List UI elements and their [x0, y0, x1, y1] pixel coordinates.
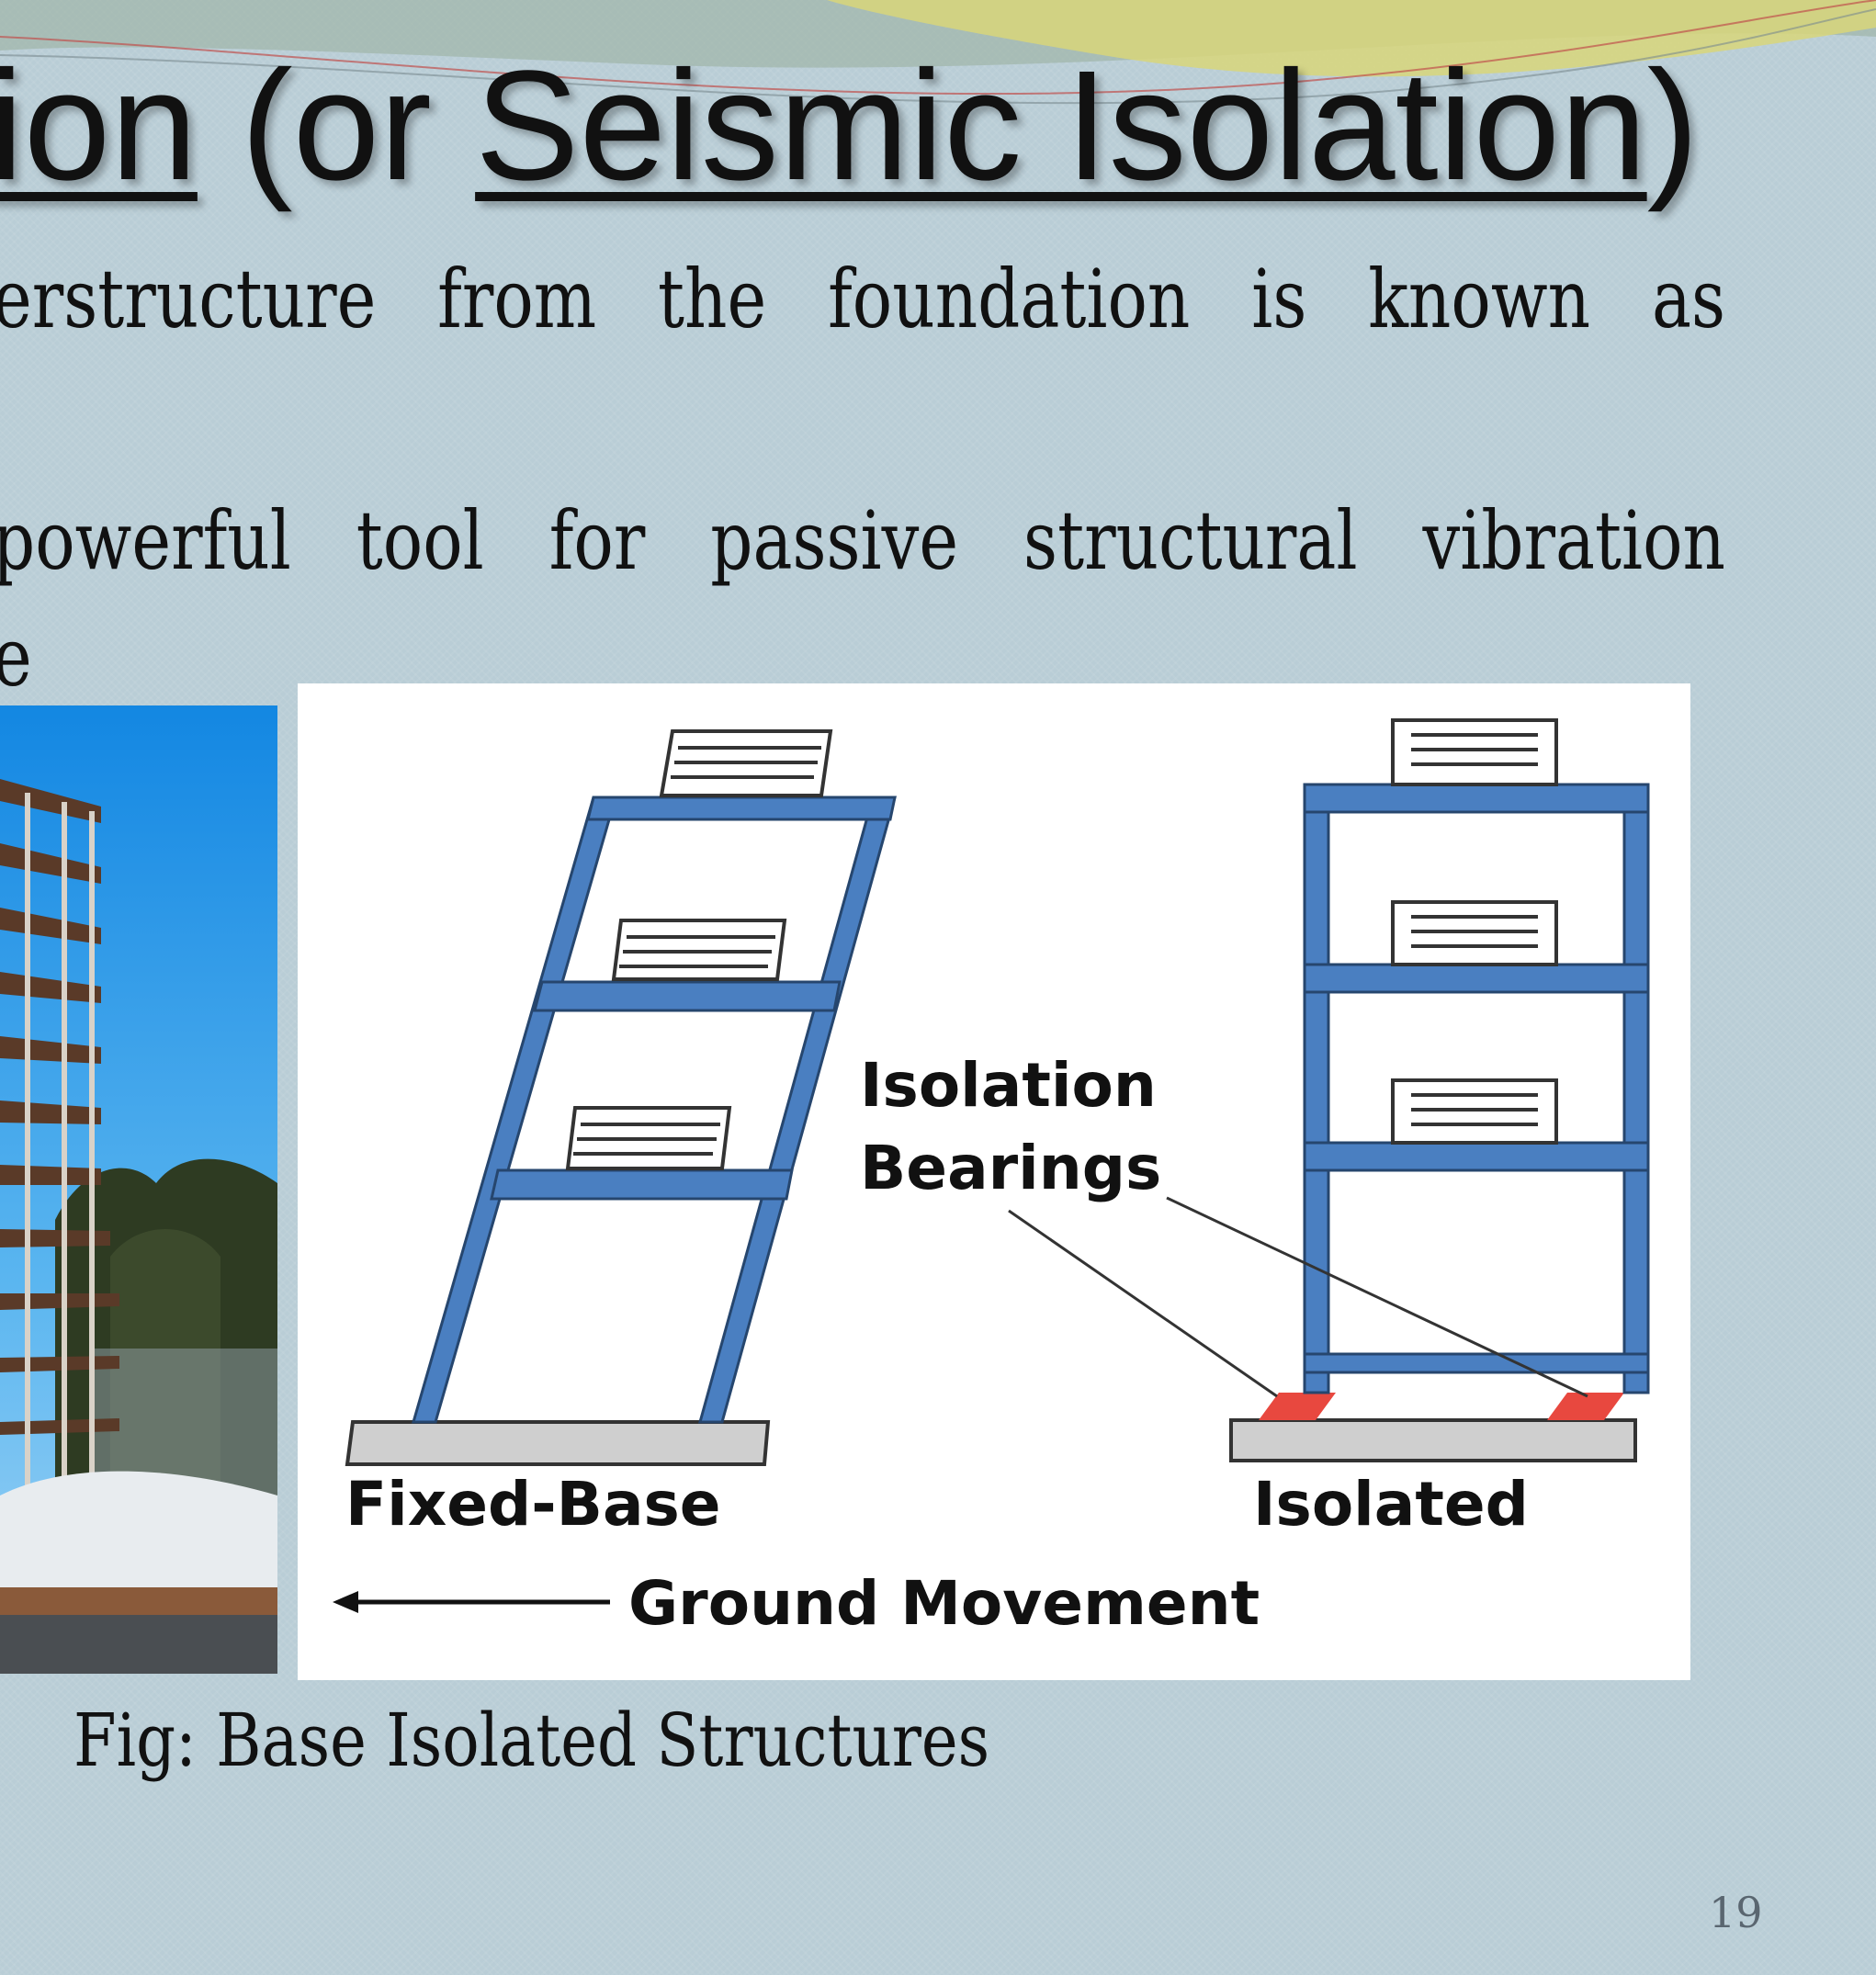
label-bearings: Bearings: [860, 1133, 1161, 1203]
top-decoration: [0, 0, 1876, 105]
slide-number: 19: [1709, 1888, 1763, 1937]
fixed-base-building: [345, 729, 897, 1466]
isolated-building: [1229, 718, 1650, 1462]
fixed-base-ground: [345, 1420, 771, 1466]
isolation-bearing-right: [1547, 1393, 1624, 1420]
arrow-left-icon: [333, 1591, 610, 1613]
base-isolation-diagram: Isolation Bearings Fixed-Base Isolated G…: [298, 683, 1690, 1680]
title-part-3: Seismic Isolation: [475, 39, 1647, 213]
title-part-4: ): [1646, 39, 1700, 213]
label-fixed-base: Fixed-Base: [345, 1469, 721, 1540]
bearing-leader-line-right: [1166, 1196, 1588, 1398]
body-text-line-3: e: [0, 617, 1725, 698]
isolated-ground: [1229, 1418, 1637, 1462]
figure-caption: Fig: Base Isolated Structures: [73, 1698, 990, 1783]
body-text-line-1: erstructure from the foundation is known…: [0, 252, 1725, 346]
isolation-bearing-left: [1259, 1393, 1336, 1420]
body-text-line-2: powerful tool for passive structural vib…: [0, 493, 1725, 588]
building-photo: [0, 705, 277, 1674]
title-part-1: ion: [0, 39, 198, 213]
label-isolated: Isolated: [1253, 1469, 1529, 1540]
title-part-2: (or: [197, 39, 476, 213]
slide-title: ion (or Seismic Isolation): [0, 48, 1699, 204]
label-isolation: Isolation: [860, 1050, 1157, 1121]
label-ground-movement: Ground Movement: [628, 1568, 1260, 1639]
bearing-leader-line-left: [1008, 1209, 1278, 1398]
